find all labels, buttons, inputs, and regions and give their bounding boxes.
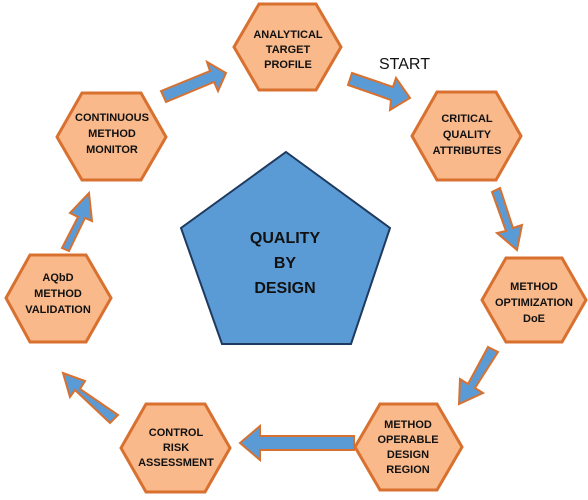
hexagon-shape [480, 256, 588, 344]
hexagon-shape [4, 253, 113, 344]
stage-label-line: DESIGN [387, 449, 429, 461]
stage-label-line: DoE [523, 313, 545, 325]
stage-label-line: METHOD [34, 288, 82, 300]
stage-label-line: CONTINUOUS [75, 112, 149, 124]
stage-method-operable-design-region: METHOD OPERABLE DESIGN REGION [353, 402, 464, 492]
start-label: START [379, 56, 430, 73]
stage-label-line: ASSESSMENT [138, 457, 214, 469]
arrow-attributes-to-optimization [490, 186, 524, 252]
stage-label-line: MONITOR [86, 144, 138, 156]
stage-analytical-target-profile: ANALYTICAL TARGET PROFILE [232, 2, 343, 92]
stage-label-line: METHOD [384, 419, 432, 431]
stage-label-line: ATTRIBUTES [433, 145, 502, 157]
stage-label-line: VALIDATION [25, 304, 91, 316]
stage-label-line: RISK [163, 442, 189, 454]
arrow-region-to-risk [238, 423, 355, 463]
stage-label-line: QUALITY [443, 129, 492, 141]
center-line-1: QUALITY [250, 230, 321, 247]
center-line-3: DESIGN [254, 280, 315, 297]
stage-label-line: CRITICAL [441, 113, 493, 125]
hexagon-shape [119, 402, 232, 494]
hexagon-shape [353, 402, 464, 492]
quality-by-design-pentagon [179, 150, 392, 345]
hexagon-shape [410, 90, 523, 182]
stage-label-line: PROFILE [264, 59, 312, 71]
hexagon-shape [232, 2, 343, 92]
arrow-validation-to-monitor [60, 190, 94, 253]
stage-label-line: OPTIMIZATION [495, 297, 573, 309]
stage-label-line: OPERABLE [377, 434, 438, 446]
stage-label-line: METHOD [510, 281, 558, 293]
stage-label-line: CONTROL [149, 427, 204, 439]
arrow-target-to-attributes [346, 71, 412, 112]
arrow-optimization-to-region [457, 345, 500, 406]
arrow-monitor-to-target [159, 59, 228, 104]
stage-label-line: AQbD [42, 272, 73, 284]
hexagon-shape [55, 91, 168, 182]
arrow-risk-to-validation [61, 371, 120, 425]
stage-label-line: ANALYTICAL [253, 29, 323, 41]
stage-label-line: TARGET [266, 44, 311, 56]
stage-label-line: REGION [386, 464, 429, 476]
stage-control-risk-assessment: CONTROL RISK ASSESSMENT [119, 402, 232, 494]
center-line-2: BY [274, 255, 297, 272]
stage-method-optimization-doe: METHOD OPTIMIZATION DoE [480, 256, 588, 344]
stage-label-line: METHOD [88, 128, 136, 140]
stage-aqbd-method-validation: AQbD METHOD VALIDATION [4, 253, 113, 344]
stage-continuous-method-monitor: CONTINUOUS METHOD MONITOR [55, 91, 168, 182]
stage-critical-quality-attributes: CRITICAL QUALITY ATTRIBUTES [410, 90, 523, 182]
